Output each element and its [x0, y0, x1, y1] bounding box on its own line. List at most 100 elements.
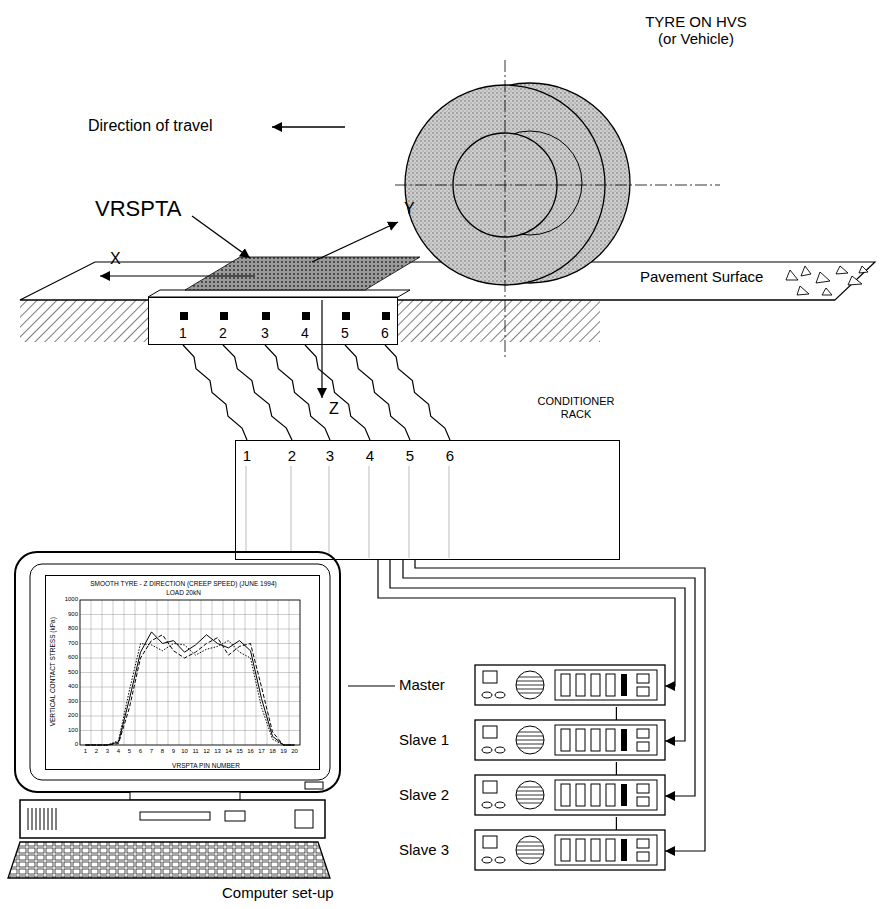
tyre — [395, 185, 720, 186]
tyre — [505, 60, 506, 360]
sensor-array — [302, 312, 310, 320]
axis-arrows — [100, 275, 255, 276]
pin-number: 1 — [240, 447, 254, 464]
computer — [45, 575, 320, 770]
axis-arrows — [272, 126, 345, 127]
axis-tick-label: 2 — [90, 748, 104, 754]
data-logger-units — [475, 665, 665, 705]
pin-number: 3 — [323, 447, 337, 464]
rack-channels — [246, 466, 449, 558]
axis-tick-label: 100 — [56, 727, 78, 733]
cable — [403, 560, 695, 796]
axis-tick-label: 700 — [56, 640, 78, 646]
computer — [305, 782, 323, 789]
chart-text: VRSPTA PIN NUMBER — [106, 762, 306, 769]
slave-unit: Slave 1 — [395, 720, 665, 762]
sensor-array — [185, 257, 420, 290]
axis-arrows — [312, 222, 398, 262]
cable — [378, 560, 675, 686]
node-label: Computer set-up — [222, 884, 334, 901]
conditioner-rack: CONDITIONER RACK123456 — [235, 440, 620, 560]
stress-chart — [80, 629, 300, 630]
axis-tick-label: 18 — [266, 748, 280, 754]
chart-text: SMOOTH TYRE - Z DIRECTION (CREEP SPEED) … — [66, 580, 301, 587]
slave-unit: Slave 3 — [395, 830, 665, 872]
rack-channels — [246, 466, 247, 558]
annotation-label: Direction of travel — [88, 117, 213, 135]
pin-number: 2 — [285, 447, 299, 464]
rack-channels — [449, 466, 450, 558]
data-logger-units — [475, 720, 665, 760]
pin-number: 4 — [363, 447, 377, 464]
axis-tick-label: 0 — [56, 741, 78, 747]
axis-tick-label: 500 — [56, 669, 78, 675]
sensor-array — [148, 297, 398, 345]
cable — [616, 817, 617, 830]
axis-tick-label: 900 — [56, 611, 78, 617]
node-label: Slave 3 — [399, 841, 449, 858]
axis-tick-label: 1 — [79, 748, 93, 754]
annotation-label: Z — [329, 400, 339, 418]
computer: SMOOTH TYRE - Z DIRECTION (CREEP SPEED) … — [8, 548, 348, 906]
axis-tick-label: 13 — [211, 748, 225, 754]
cable — [415, 560, 705, 851]
stress-chart — [86, 635, 295, 745]
computer — [15, 552, 340, 792]
data-logger-units — [475, 665, 665, 870]
computer — [20, 800, 325, 838]
computer — [28, 808, 56, 830]
axis-tick-label: 7 — [145, 748, 159, 754]
sensor-array — [180, 312, 188, 320]
pavement — [20, 299, 835, 300]
rack-channels — [369, 466, 370, 558]
axis-tick-label: 11 — [189, 748, 203, 754]
sensor-array — [148, 290, 410, 297]
axis-tick-label: 600 — [56, 654, 78, 660]
node-label: CONDITIONER RACK — [526, 395, 626, 420]
signal-wires — [183, 345, 450, 440]
master-unit: Master — [395, 665, 665, 707]
pin-number: 5 — [403, 447, 417, 464]
axis-tick-label: 14 — [222, 748, 236, 754]
axis-tick-label: 16 — [244, 748, 258, 754]
computer — [295, 810, 313, 828]
monitor-screen: SMOOTH TYRE - Z DIRECTION (CREEP SPEED) … — [45, 575, 320, 770]
node-label: Slave 1 — [399, 731, 449, 748]
stress-chart — [80, 643, 300, 644]
stress-chart — [80, 701, 300, 702]
axis-tick-label: 10 — [178, 748, 192, 754]
data-logger-units — [475, 775, 665, 815]
chart-text: LOAD 20kN — [66, 589, 301, 596]
axis-tick-label: 6 — [134, 748, 148, 754]
computer — [8, 552, 340, 878]
axis-tick-label: 300 — [56, 698, 78, 704]
axis-tick-label: 19 — [277, 748, 291, 754]
node-label: Master — [399, 676, 445, 693]
axis-tick-label: 17 — [255, 748, 269, 754]
axis-tick-label: 15 — [233, 748, 247, 754]
stress-chart — [80, 600, 300, 745]
axis-arrows — [321, 300, 322, 398]
sensor-array — [220, 312, 228, 320]
axis-tick-label: 12 — [200, 748, 214, 754]
axis-tick-label: 3 — [101, 748, 115, 754]
axis-tick-label: 9 — [167, 748, 181, 754]
cable — [616, 762, 617, 775]
pavement — [20, 262, 875, 300]
axis-tick-label: 20 — [288, 748, 302, 754]
sensor-array — [342, 312, 350, 320]
cable — [390, 560, 685, 741]
stress-chart — [80, 730, 300, 731]
computer — [225, 811, 245, 821]
axis-tick-label: 200 — [56, 712, 78, 718]
pin-number: 6 — [443, 447, 457, 464]
axis-tick-label: 8 — [156, 748, 170, 754]
tyre — [395, 60, 720, 360]
axis-tick-label: 800 — [56, 625, 78, 631]
stress-chart — [80, 600, 300, 745]
rack-channels — [329, 466, 330, 558]
annotation-label: X — [110, 250, 121, 268]
